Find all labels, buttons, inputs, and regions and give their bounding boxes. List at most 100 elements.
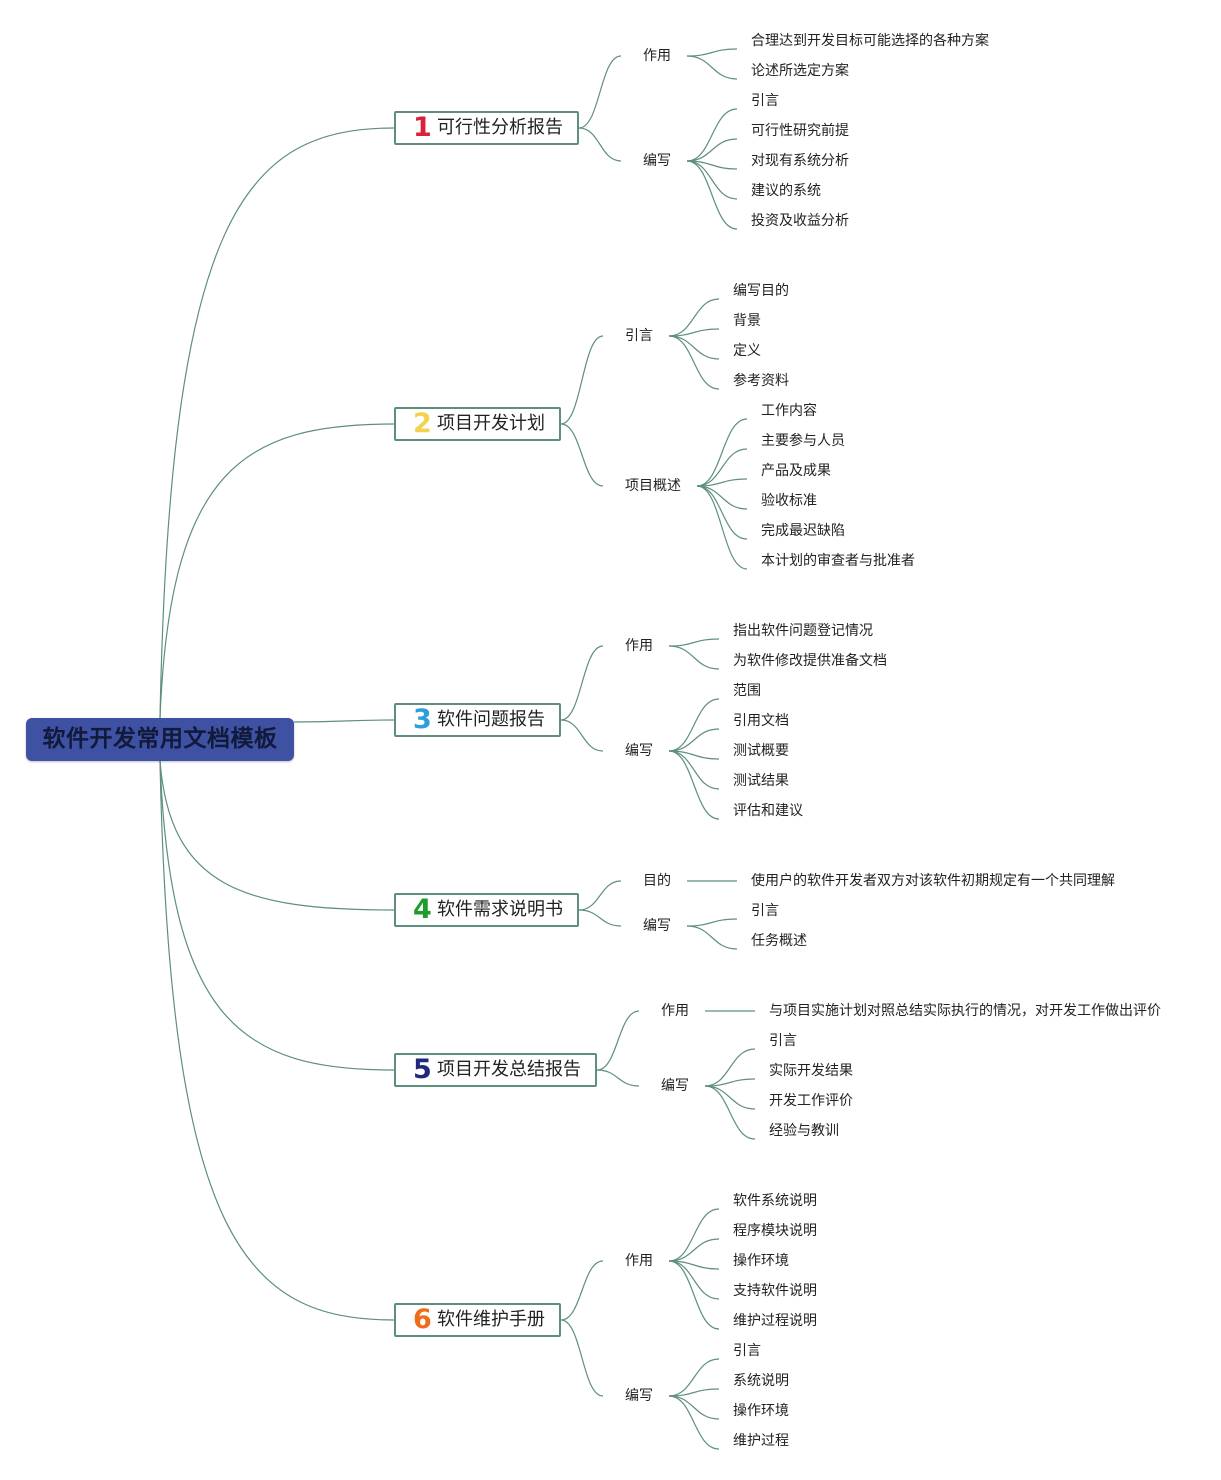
leaf-link <box>696 485 748 540</box>
group-topic[interactable]: 作用 <box>625 638 653 654</box>
group-topic[interactable]: 编写 <box>625 1388 653 1404</box>
leaf-topic[interactable]: 开发工作评价 <box>769 1093 853 1109</box>
root-link <box>159 760 395 1071</box>
leaf-topic[interactable]: 软件系统说明 <box>733 1193 817 1209</box>
leaf-topic[interactable]: 操作环境 <box>733 1403 789 1419</box>
leaf-topic[interactable]: 范围 <box>733 683 761 699</box>
leaf-link <box>686 925 738 950</box>
branch-topic[interactable]: 4 软件需求说明书 <box>394 893 579 927</box>
group-topic[interactable]: 项目概述 <box>625 478 681 494</box>
leaf-topic[interactable]: 为软件修改提供准备文档 <box>733 653 887 669</box>
leaf-topic[interactable]: 操作环境 <box>733 1253 789 1269</box>
leaf-topic[interactable]: 引言 <box>769 1033 797 1049</box>
leaf-link <box>686 55 738 80</box>
leaf-link <box>686 918 738 927</box>
leaf-topic[interactable]: 合理达到开发目标可能选择的各种方案 <box>751 33 989 49</box>
leaf-topic[interactable]: 工作内容 <box>761 403 817 419</box>
leaf-topic[interactable]: 验收标准 <box>761 493 817 509</box>
leaf-topic[interactable]: 引言 <box>751 93 779 109</box>
leaf-topic[interactable]: 测试概要 <box>733 743 789 759</box>
leaf-link <box>668 328 720 337</box>
leaf-link <box>696 478 748 487</box>
branch-link <box>560 335 604 425</box>
leaf-link <box>704 1085 756 1140</box>
leaf-topic[interactable]: 评估和建议 <box>733 803 803 819</box>
leaf-topic[interactable]: 使用户的软件开发者双方对该软件初期规定有一个共同理解 <box>751 873 1115 889</box>
branch-number-icon: 3 <box>413 704 432 735</box>
leaf-topic[interactable]: 支持软件说明 <box>733 1283 817 1299</box>
group-topic[interactable]: 目的 <box>643 873 671 889</box>
leaf-topic[interactable]: 可行性研究前提 <box>751 123 849 139</box>
group-topic[interactable]: 引言 <box>625 328 653 344</box>
leaf-topic[interactable]: 对现有系统分析 <box>751 153 849 169</box>
group-topic[interactable]: 编写 <box>625 743 653 759</box>
branch-link <box>560 645 604 721</box>
branch-topic[interactable]: 2 项目开发计划 <box>394 407 561 441</box>
leaf-link <box>668 750 720 820</box>
leaf-topic[interactable]: 程序模块说明 <box>733 1223 817 1239</box>
leaf-topic[interactable]: 系统说明 <box>733 1373 789 1389</box>
root-topic[interactable]: 软件开发常用文档模板 <box>26 718 294 761</box>
group-topic[interactable]: 编写 <box>661 1078 689 1094</box>
leaf-link <box>668 1260 720 1300</box>
leaf-topic[interactable]: 任务概述 <box>751 933 807 949</box>
leaf-topic[interactable]: 引言 <box>733 1343 761 1359</box>
leaf-topic[interactable]: 完成最迟缺陷 <box>761 523 845 539</box>
leaf-link <box>696 448 748 487</box>
leaf-topic[interactable]: 引用文档 <box>733 713 789 729</box>
leaf-link <box>704 1078 756 1087</box>
leaf-link <box>668 1208 720 1262</box>
branch-topic[interactable]: 3 软件问题报告 <box>394 703 561 737</box>
branch-link <box>578 880 622 911</box>
leaf-topic[interactable]: 主要参与人员 <box>761 433 845 449</box>
leaf-topic[interactable]: 实际开发结果 <box>769 1063 853 1079</box>
group-topic[interactable]: 作用 <box>661 1003 689 1019</box>
leaf-link <box>696 485 748 570</box>
branch-number-icon: 1 <box>413 112 432 143</box>
leaf-topic[interactable]: 投资及收益分析 <box>751 213 849 229</box>
leaf-topic[interactable]: 与项目实施计划对照总结实际执行的情况，对开发工作做出评价 <box>769 1003 1161 1019</box>
leaf-topic[interactable]: 背景 <box>733 313 761 329</box>
leaf-topic[interactable]: 产品及成果 <box>761 463 831 479</box>
group-topic[interactable]: 作用 <box>625 1253 653 1269</box>
leaf-topic[interactable]: 维护过程说明 <box>733 1313 817 1329</box>
leaf-topic[interactable]: 编写目的 <box>733 283 789 299</box>
branch-label: 软件需求说明书 <box>437 899 563 920</box>
leaf-topic[interactable]: 测试结果 <box>733 773 789 789</box>
branch-number-icon: 6 <box>413 1304 432 1335</box>
leaf-topic[interactable]: 引言 <box>751 903 779 919</box>
leaf-link <box>668 750 720 790</box>
leaf-link <box>668 1388 720 1397</box>
leaf-link <box>704 1085 756 1110</box>
leaf-link <box>668 1238 720 1262</box>
branch-link <box>596 1010 640 1071</box>
branch-topic[interactable]: 6 软件维护手册 <box>394 1303 561 1337</box>
branch-link <box>578 55 622 129</box>
branch-label: 软件维护手册 <box>437 1309 545 1330</box>
leaf-topic[interactable]: 本计划的审查者与批准者 <box>761 553 915 569</box>
leaf-link <box>686 160 738 230</box>
branch-topic[interactable]: 5 项目开发总结报告 <box>394 1053 597 1087</box>
leaf-topic[interactable]: 维护过程 <box>733 1433 789 1449</box>
branch-label: 项目开发总结报告 <box>437 1059 581 1080</box>
group-topic[interactable]: 编写 <box>643 918 671 934</box>
branch-link <box>596 1069 640 1087</box>
leaf-topic[interactable]: 建议的系统 <box>751 183 821 199</box>
group-topic[interactable]: 编写 <box>643 153 671 169</box>
branch-number-icon: 4 <box>413 894 432 925</box>
leaf-link <box>704 1048 756 1087</box>
branch-label: 项目开发计划 <box>437 413 545 434</box>
group-topic[interactable]: 作用 <box>643 48 671 64</box>
leaf-link <box>668 335 720 360</box>
leaf-topic[interactable]: 参考资料 <box>733 373 789 389</box>
branch-link <box>578 909 622 927</box>
leaf-topic[interactable]: 论述所选定方案 <box>751 63 849 79</box>
leaf-link <box>686 138 738 162</box>
leaf-topic[interactable]: 定义 <box>733 343 761 359</box>
leaf-topic[interactable]: 经验与教训 <box>769 1123 839 1139</box>
branch-number-icon: 2 <box>413 408 432 439</box>
leaf-topic[interactable]: 指出软件问题登记情况 <box>733 623 873 639</box>
branch-topic[interactable]: 1 可行性分析报告 <box>394 111 579 145</box>
